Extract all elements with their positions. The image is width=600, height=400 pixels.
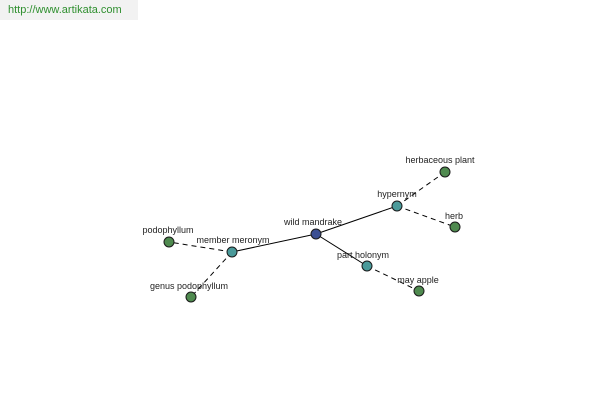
url-banner: http://www.artikata.com — [0, 0, 138, 20]
node-dot[interactable] — [391, 200, 403, 212]
edge-part-holonym-to-may-apple — [366, 265, 420, 292]
node-dot[interactable] — [439, 166, 451, 178]
node-label: hypernym — [377, 189, 417, 199]
node-dot[interactable] — [310, 228, 322, 240]
edge-center-to-member-meronym — [231, 233, 317, 253]
node-member-meronym[interactable]: member meronym — [196, 235, 270, 258]
node-dot[interactable] — [226, 246, 238, 258]
node-label: herb — [445, 211, 463, 221]
node-center[interactable]: wild mandrake — [283, 217, 342, 240]
node-podophyllum[interactable]: podophyllum — [142, 225, 194, 248]
site-url-link[interactable]: http://www.artikata.com — [8, 4, 122, 16]
node-hypernym[interactable]: hypernym — [377, 189, 417, 212]
node-dot[interactable] — [361, 260, 373, 272]
edge-hypernym-to-herb — [396, 205, 456, 228]
edge-member-meronym-to-genus-podophyllum — [190, 251, 233, 298]
node-dot[interactable] — [163, 236, 175, 248]
node-label: podophyllum — [142, 225, 193, 235]
node-label: may apple — [397, 275, 439, 285]
node-part-holonym[interactable]: part holonym — [337, 250, 389, 272]
graph-edges — [168, 171, 456, 298]
node-label: member meronym — [196, 235, 269, 245]
node-dot[interactable] — [449, 221, 461, 233]
node-label: wild mandrake — [283, 217, 342, 227]
node-label: genus podophyllum — [150, 281, 228, 291]
node-herbaceous-plant[interactable]: herbaceous plant — [405, 155, 475, 178]
edge-hypernym-to-herbaceous-plant — [396, 171, 446, 207]
edge-center-to-part-holonym — [315, 233, 368, 267]
node-genus-podophyllum[interactable]: genus podophyllum — [150, 281, 228, 303]
graph-nodes: wild mandrake hypernym member meronym part … — [142, 155, 475, 303]
node-dot[interactable] — [185, 291, 197, 303]
node-label: herbaceous plant — [405, 155, 475, 165]
node-label: part holonym — [337, 250, 389, 260]
node-may-apple[interactable]: may apple — [397, 275, 439, 297]
node-dot[interactable] — [413, 285, 425, 297]
edge-center-to-hypernym — [315, 205, 398, 235]
edge-member-meronym-to-podophyllum — [168, 241, 233, 253]
node-herb[interactable]: herb — [445, 211, 463, 233]
